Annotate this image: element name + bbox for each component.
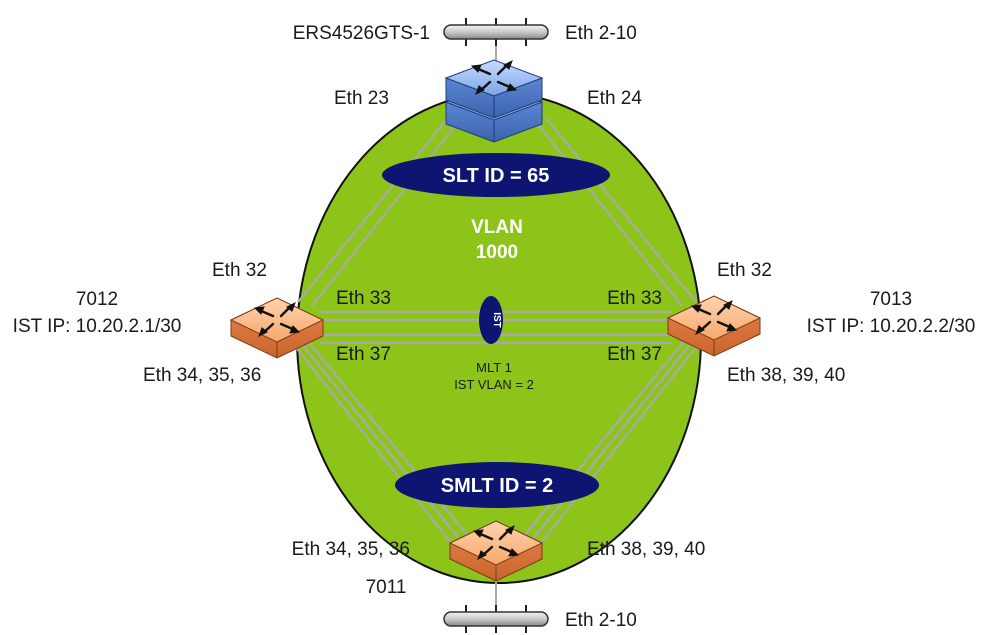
- top-left-port-label: Eth 23: [334, 88, 389, 109]
- left-port-up-label: Eth 32: [212, 260, 267, 281]
- slt-id-label: SLT ID = 65: [443, 165, 550, 187]
- bottom-left-port-label: Eth 34, 35, 36: [292, 539, 410, 560]
- right-switch-id: 7013: [870, 289, 912, 310]
- ist-vlan-label: IST VLAN = 2: [454, 377, 534, 392]
- stacked-switch-icon: [444, 58, 544, 144]
- slt-oval: [382, 153, 610, 197]
- bottom-ethernet-bus-icon: [443, 604, 549, 634]
- right-port-up-label: Eth 32: [717, 260, 772, 281]
- ist-label: IST: [491, 312, 502, 328]
- smlt-id-label: SMLT ID = 2: [441, 475, 553, 497]
- right-switch-ip: IST IP: 10.20.2.2/30: [807, 316, 976, 337]
- left-port-ist1-label: Eth 33: [336, 288, 391, 309]
- bottom-switch-id: 7011: [366, 577, 407, 598]
- left-switch-ip: IST IP: 10.20.2.1/30: [13, 316, 182, 337]
- top-right-port-label: Eth 24: [587, 88, 642, 109]
- ist-oval: [479, 296, 503, 344]
- bottom-right-port-label: Eth 38, 39, 40: [587, 539, 705, 560]
- top-uplink-label: Eth 2-10: [565, 23, 637, 44]
- vlan-label-line2: 1000: [476, 242, 518, 263]
- right-port-ist1-label: Eth 33: [607, 288, 662, 309]
- vlan-label-line1: VLAN: [471, 217, 523, 238]
- left-switch-id: 7012: [76, 289, 118, 310]
- left-port-ist2-label: Eth 37: [336, 344, 391, 365]
- bottom-uplink-label: Eth 2-10: [565, 610, 637, 631]
- right-port-down-label: Eth 38, 39, 40: [727, 365, 845, 386]
- mlt-label: MLT 1: [476, 360, 512, 375]
- top-ethernet-bus-icon: [443, 17, 549, 47]
- right-port-ist2-label: Eth 37: [607, 344, 662, 365]
- smlt-oval: [395, 462, 599, 508]
- left-port-down-label: Eth 34, 35, 36: [143, 365, 261, 386]
- top-switch-name: ERS4526GTS-1: [293, 23, 430, 44]
